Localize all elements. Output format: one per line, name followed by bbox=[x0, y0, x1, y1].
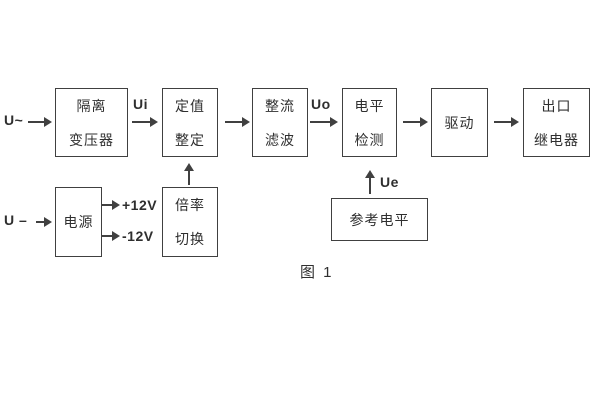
minus12v-label: -12V bbox=[122, 228, 154, 244]
plus12v-label: +12V bbox=[122, 197, 158, 213]
uo-signal-label: Uo bbox=[311, 96, 331, 112]
block-reference-level: 参考电平 bbox=[331, 198, 428, 241]
block-label-line: 驱动 bbox=[444, 114, 475, 131]
block-label-line: 继电器 bbox=[534, 131, 579, 148]
arrow-power-minus12-icon bbox=[102, 231, 120, 241]
arrow-rectifier-to-level-icon bbox=[310, 117, 338, 127]
block-drive: 驱动 bbox=[431, 88, 488, 157]
arrow-isolation-to-setting-icon bbox=[132, 117, 158, 127]
block-level-detection: 电平 检测 bbox=[342, 88, 397, 157]
block-label-line: 电源 bbox=[63, 214, 94, 230]
ui-signal-label: Ui bbox=[133, 96, 148, 112]
ue-signal-label: Ue bbox=[380, 174, 399, 190]
block-label-line: 倍率 bbox=[175, 197, 205, 213]
block-output-relay: 出口 继电器 bbox=[523, 88, 590, 157]
block-label-line: 出口 bbox=[541, 97, 572, 114]
figure-caption: 图 1 bbox=[300, 264, 334, 281]
ac-input-label: U~ bbox=[4, 112, 24, 128]
block-label-line: 隔离 bbox=[76, 97, 107, 114]
block-setpoint-setting: 定值 整定 bbox=[162, 88, 218, 157]
block-rectifier-filter: 整流 滤波 bbox=[252, 88, 308, 157]
block-ratio-switch: 倍率 切换 bbox=[162, 187, 218, 257]
dc-input-label: U – bbox=[4, 212, 28, 228]
block-power-supply: 电源 bbox=[55, 187, 102, 257]
arrow-reference-to-level-icon bbox=[365, 170, 375, 194]
block-label-line: 切换 bbox=[175, 231, 205, 247]
block-label-line: 电平 bbox=[354, 97, 385, 114]
block-label-line: 整流 bbox=[265, 97, 295, 114]
block-label-line: 变压器 bbox=[69, 131, 114, 148]
arrow-ac-to-isolation-icon bbox=[28, 117, 52, 127]
block-label-line: 参考电平 bbox=[349, 211, 410, 228]
block-label-line: 滤波 bbox=[265, 131, 295, 148]
block-label-line: 整定 bbox=[175, 131, 205, 148]
block-label-line: 定值 bbox=[175, 97, 205, 114]
block-isolation-transformer: 隔离 变压器 bbox=[55, 88, 128, 157]
arrow-setting-to-rectifier-icon bbox=[225, 117, 250, 127]
arrow-level-to-drive-icon bbox=[403, 117, 428, 127]
arrow-dc-to-power-icon bbox=[36, 217, 52, 227]
arrow-ratio-to-setting-icon bbox=[184, 163, 194, 185]
arrow-drive-to-output-icon bbox=[494, 117, 519, 127]
arrow-power-plus12-icon bbox=[102, 200, 120, 210]
block-label-line: 检测 bbox=[354, 131, 385, 148]
